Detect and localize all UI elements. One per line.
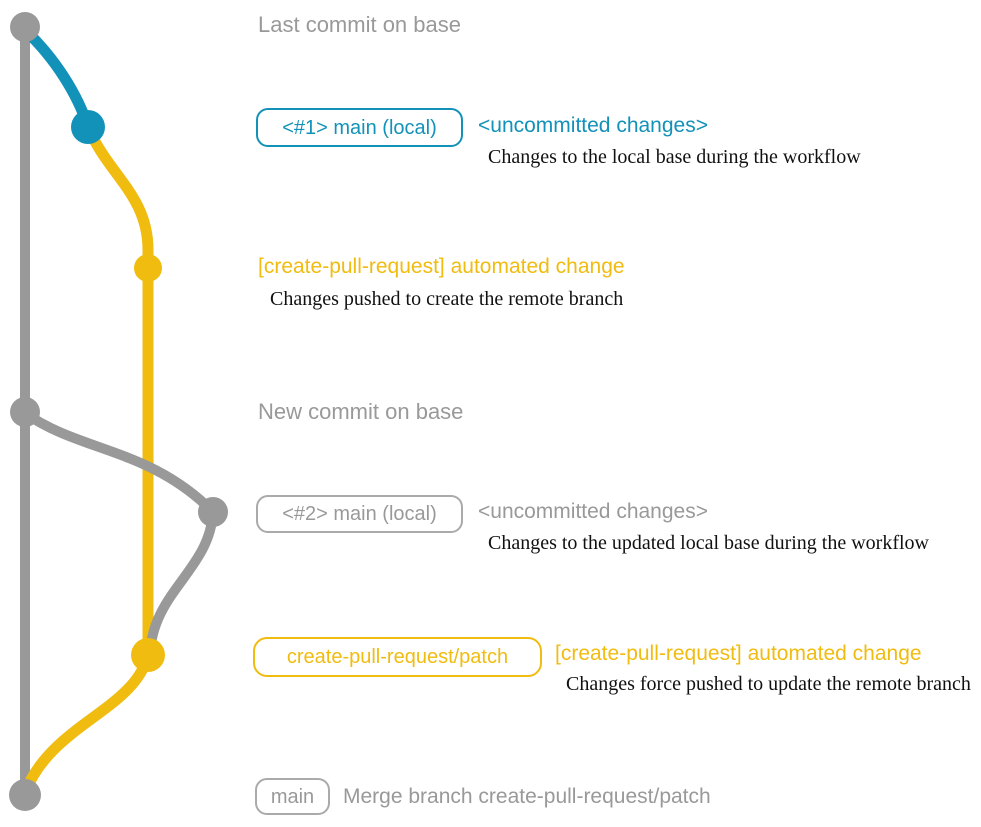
commit-graph <box>9 12 228 811</box>
new-commit-label: New commit on base <box>258 399 464 424</box>
description-force-push-update-branch: Changes force pushed to update the remot… <box>566 673 971 695</box>
description-local-base-changes: Changes to the local base during the wor… <box>488 146 861 168</box>
commit-dot-patch-2 <box>131 638 165 672</box>
badge-main-local-2-text: <#2> main (local) <box>282 503 437 525</box>
badge-main-text: main <box>270 785 315 808</box>
automated-change-1-title: [create-pull-request] automated change <box>258 255 625 278</box>
last-commit-label: Last commit on base <box>258 12 461 37</box>
badge-main-local-1: <#1> main (local) <box>256 108 463 147</box>
badge-patch-branch: create-pull-request/patch <box>253 637 542 677</box>
uncommitted-changes-2-label: <uncommitted changes> <box>478 500 708 523</box>
badge-main-local-2: <#2> main (local) <box>256 495 463 533</box>
uncommitted-changes-1-label: <uncommitted changes> <box>478 114 708 137</box>
badge-main-local-1-text: <#1> main (local) <box>282 116 437 139</box>
badge-main: main <box>255 778 330 815</box>
commit-dot-last-base <box>10 12 40 42</box>
commit-dot-local-main-1 <box>71 110 105 144</box>
commit-dot-local-main-2 <box>198 497 228 527</box>
merge-commit-message: Merge branch create-pull-request/patch <box>343 785 711 808</box>
commit-dot-new-base <box>10 397 40 427</box>
automated-change-2-title: [create-pull-request] automated change <box>555 642 922 665</box>
badge-patch-branch-text: create-pull-request/patch <box>286 646 509 668</box>
local-main-branch-line <box>21 25 94 129</box>
updated-local-branch-out-line <box>22 408 217 516</box>
commit-dot-merge <box>9 779 41 811</box>
description-updated-local-base-changes: Changes to the updated local base during… <box>488 532 929 554</box>
updated-local-branch-merge-line <box>145 511 218 656</box>
description-push-create-branch: Changes pushed to create the remote bran… <box>270 288 624 310</box>
commit-dot-patch-1 <box>134 254 162 282</box>
